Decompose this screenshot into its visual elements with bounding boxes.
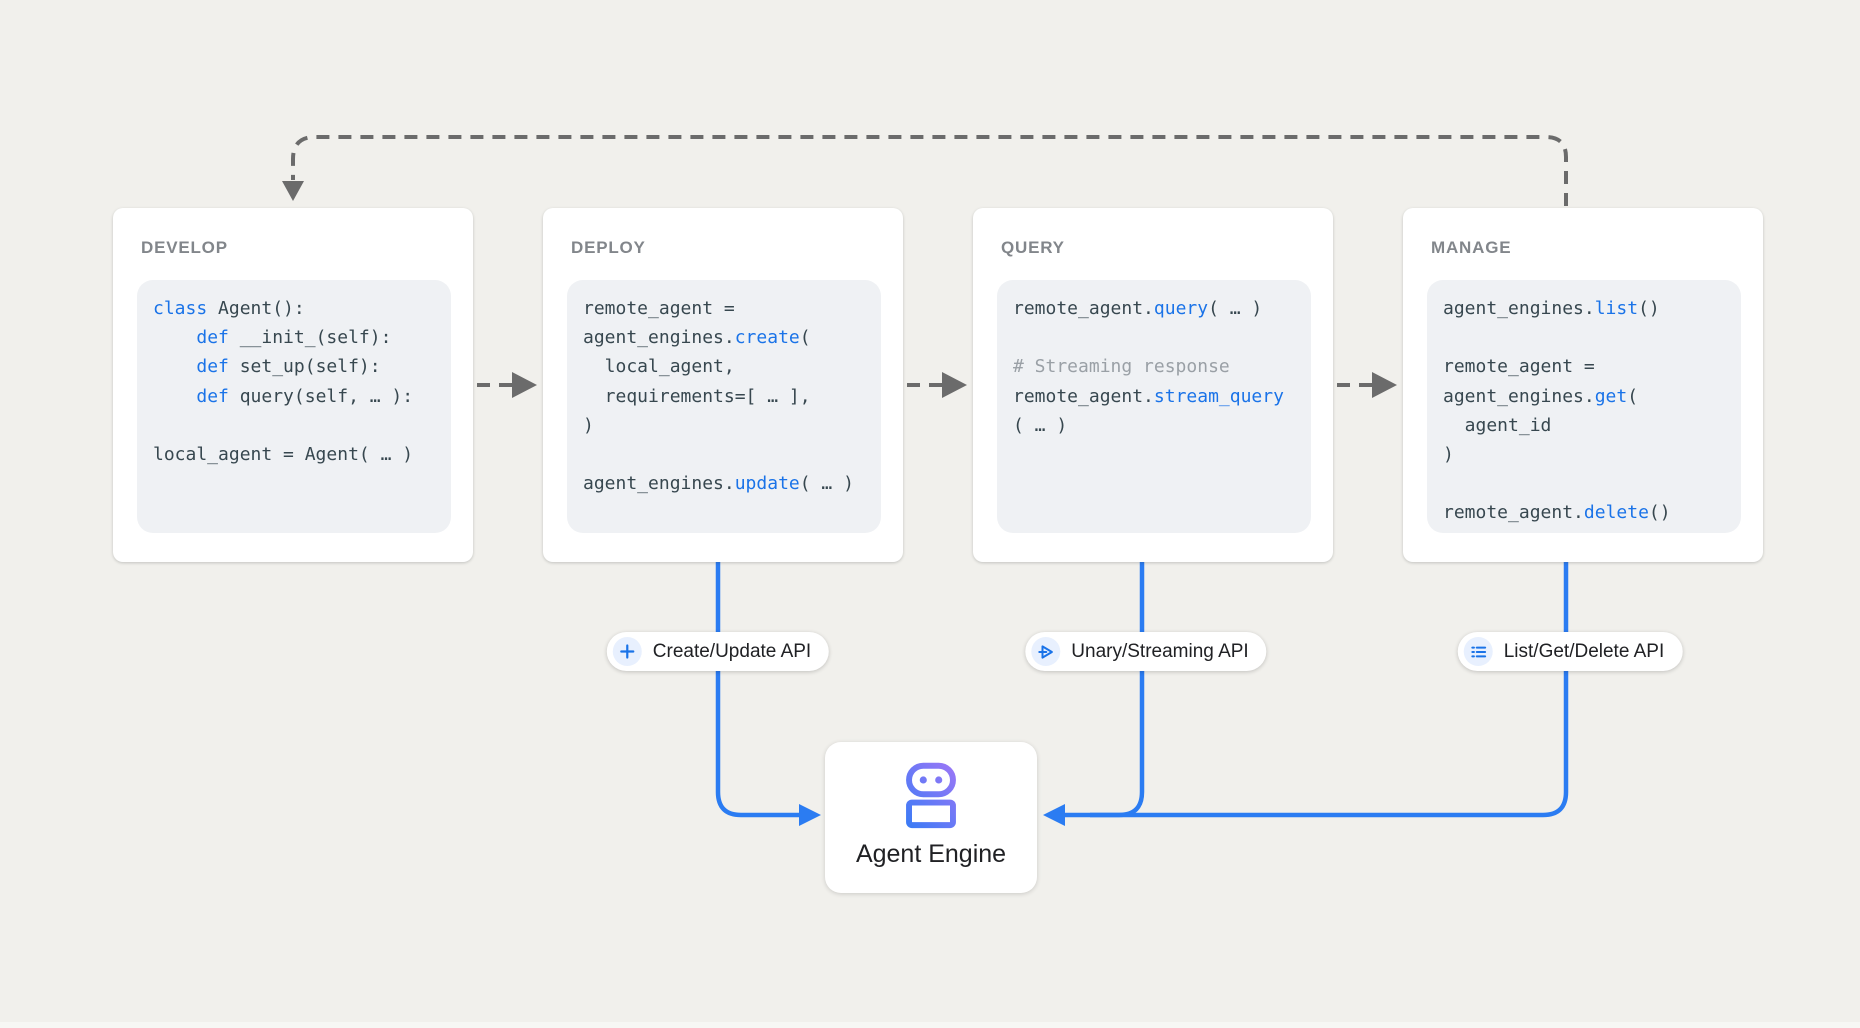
code-line: local_agent = Agent( … ) <box>153 444 414 466</box>
code-line: agent_id <box>1443 414 1552 436</box>
code-line <box>583 440 865 469</box>
code-line: remote_agent = <box>1443 356 1595 378</box>
code-line: local_agent, <box>583 356 735 378</box>
card-title: QUERY <box>1001 238 1065 257</box>
code-line <box>1443 323 1725 352</box>
code-block-deploy: remote_agent = agent_engines.create( loca… <box>567 280 881 533</box>
code-line: agent_engines.create( <box>583 327 811 349</box>
card-query: QUERY remote_agent.query( … ) # Streamin… <box>973 208 1333 562</box>
code-line <box>1013 323 1295 352</box>
list-icon <box>1463 637 1493 666</box>
pill-label: List/Get/Delete API <box>1503 640 1665 662</box>
code-line: agent_engines.update( … ) <box>583 473 854 495</box>
code-line: requirements=[ … ], <box>583 385 811 407</box>
pill-list-get-delete-api: List/Get/Delete API <box>1457 632 1683 671</box>
engine-arrowhead-right-icon <box>799 804 821 826</box>
code-line: class Agent(): <box>153 298 305 319</box>
card-deploy: DEPLOY remote_agent = agent_engines.creat… <box>543 208 903 562</box>
engine-arrowhead-left-icon <box>1043 804 1065 826</box>
code-line: def __init_(self): <box>196 327 392 349</box>
query-to-engine-line <box>1090 562 1145 818</box>
agent-engine-label: Agent Engine <box>855 840 1007 868</box>
code-line: agent_engines.get( <box>1443 385 1639 407</box>
code-line: remote_agent.stream_query <box>1013 385 1284 407</box>
robot-icon <box>906 762 956 829</box>
send-icon <box>1031 637 1061 666</box>
code-line: remote_agent.delete() <box>1443 502 1671 524</box>
deploy-to-engine-line <box>715 562 800 818</box>
bottom-edge-strip <box>0 1022 1860 1028</box>
flow-arrowhead-right-icon <box>512 372 537 398</box>
code-line <box>1443 469 1725 498</box>
code-line: ) <box>1443 444 1454 466</box>
code-line: agent_engines.list() <box>1443 298 1660 319</box>
code-block-develop: class Agent(): def __init_(self): def se… <box>137 280 451 533</box>
code-line: ) <box>583 414 594 436</box>
code-line: def query(self, … ): <box>196 385 414 407</box>
card-develop: DEVELOP class Agent(): def __init_(self)… <box>113 208 473 562</box>
plus-icon <box>612 637 642 666</box>
card-title: DEVELOP <box>141 238 228 257</box>
code-line: # Streaming response <box>1013 356 1230 378</box>
manage-to-engine-line <box>1064 562 1569 818</box>
agent-engine-node: Agent Engine <box>825 742 1037 893</box>
feedback-arrowhead-down-icon <box>282 181 304 201</box>
feedback-dashed-line <box>291 135 1568 206</box>
pill-label: Create/Update API <box>652 640 812 662</box>
pill-label: Unary/Streaming API <box>1071 640 1249 662</box>
code-block-query: remote_agent.query( … ) # Streaming resp… <box>997 280 1311 533</box>
card-title: MANAGE <box>1431 238 1512 257</box>
code-block-manage: agent_engines.list() remote_agent = agent… <box>1427 280 1741 533</box>
pill-unary-streaming-api: Unary/Streaming API <box>1025 632 1267 671</box>
code-line: ( … ) <box>1013 414 1068 436</box>
pill-create-update-api: Create/Update API <box>606 632 830 671</box>
flow-arrowhead-right-icon <box>942 372 967 398</box>
code-line: remote_agent.query( … ) <box>1013 298 1263 319</box>
card-manage: MANAGE agent_engines.list() remote_agent… <box>1403 208 1763 562</box>
code-line: remote_agent = <box>583 298 735 319</box>
code-line: def set_up(self): <box>196 356 381 378</box>
card-title: DEPLOY <box>571 238 646 257</box>
flow-arrowhead-right-icon <box>1372 372 1397 398</box>
code-line <box>153 411 435 440</box>
